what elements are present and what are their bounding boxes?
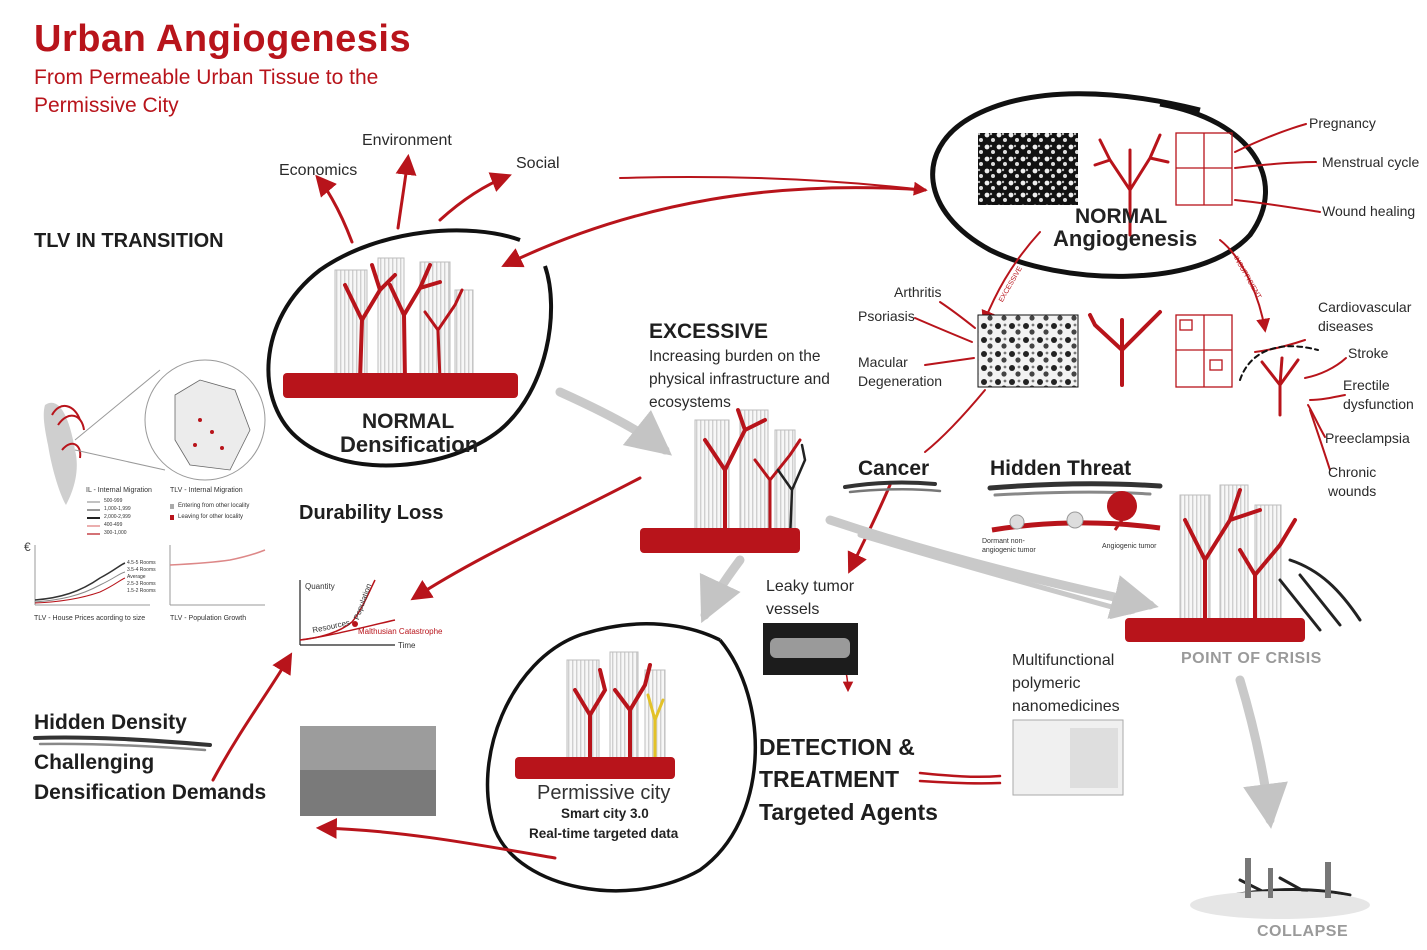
tlv-migration-caption: TLV - Internal Migration — [170, 487, 243, 494]
israel-map — [43, 359, 266, 505]
page-title: Urban Angiogenesis — [34, 18, 412, 60]
disease-psoriasis: Psoriasis — [858, 308, 915, 324]
permissive-line2: Smart city 3.0 — [561, 806, 649, 821]
floor-plans — [1175, 132, 1233, 388]
house-legend-3: 2.5-3 Rooms — [127, 581, 156, 587]
nano-line1: Multifunctional — [1012, 652, 1115, 669]
pillar-social: Social — [516, 155, 560, 172]
leaky-line1: Leaky tumor — [766, 578, 855, 595]
normal-angio-line1: NORMAL — [1075, 205, 1168, 228]
pillar-economics: Economics — [279, 162, 358, 179]
dormant-tumor-label: Dormant non- — [982, 538, 1025, 545]
il-legend-2: 2,000-2,999 — [104, 514, 131, 520]
house-legend-1: 3.5-4 Rooms — [127, 567, 156, 573]
population-chart — [169, 545, 266, 606]
normal-densification-line1: NORMAL — [362, 410, 455, 433]
ellipse-normal-densification — [266, 228, 554, 468]
map-legend-lines — [87, 501, 174, 535]
disease-chronic: Chronic — [1328, 464, 1377, 480]
il-legend-4: 300-1,000 — [104, 530, 127, 536]
malthus-time: Time — [398, 641, 416, 650]
normal-vessel-image — [978, 133, 1078, 205]
il-legend-1: 1,000-1,999 — [104, 506, 131, 512]
house-chart-caption: TLV - House Prices acording to size — [34, 615, 146, 622]
disease-wounds: wounds — [1328, 483, 1377, 499]
il-migration-caption: IL - Internal Migration — [86, 487, 152, 494]
durability-loss: Durability Loss — [299, 502, 444, 524]
condition-wound: Wound healing — [1322, 203, 1416, 219]
il-legend-3: 400-499 — [104, 522, 123, 528]
malthus-quantity: Quantity — [305, 582, 335, 591]
detection-line3: Targeted Agents — [759, 799, 938, 825]
ellipse-permissive-city — [485, 622, 758, 893]
point-of-crisis: POINT OF CRISIS — [1181, 650, 1322, 667]
hidden-density-title: Hidden Density — [34, 711, 187, 734]
leaky-line2: vessels — [766, 601, 820, 618]
brush-strokes — [33, 480, 1163, 752]
disease-arthritis: Arthritis — [894, 284, 942, 300]
pop-chart-caption: TLV - Population Growth — [170, 615, 247, 622]
excessive-title: EXCESSIVE — [649, 320, 769, 343]
excessive-desc: Increasing burden on the physical infras… — [649, 348, 830, 411]
excessive-vessel-image — [977, 314, 1079, 388]
malthus-catastrophe: Malthusian Catastrophe — [358, 627, 443, 636]
disease-stroke: Stroke — [1348, 345, 1389, 361]
hidden-threat-title: Hidden Threat — [990, 457, 1132, 480]
house-legend-2: Average — [127, 574, 146, 580]
permissive-title: Permissive city — [537, 782, 671, 804]
tlv-legend-0: Entering from other locality — [178, 503, 250, 509]
detection-line1: DETECTION & — [759, 734, 915, 760]
house-price-chart — [34, 545, 150, 606]
house-chart-currency: € — [24, 540, 31, 554]
tumor-diagram — [991, 491, 1161, 533]
collapse-rubble — [1190, 858, 1370, 919]
disease-macular: Macular — [858, 354, 908, 370]
nano-line2: polymeric — [1012, 675, 1081, 692]
condition-pregnancy: Pregnancy — [1309, 115, 1376, 131]
building-skylines — [334, 257, 1282, 769]
dormant-tumor-label-2: angiogenic tumor — [982, 547, 1036, 554]
disease-cardiovascular: Cardiovascular — [1318, 299, 1412, 315]
densification-demands-label: Densification Demands — [34, 781, 267, 804]
disease-degeneration: Degeneration — [858, 373, 943, 389]
red-crowds — [283, 373, 1305, 779]
angiogenic-tumor-label: Angiogenic tumor — [1102, 543, 1157, 550]
red-arrows — [211, 123, 1347, 860]
malthus-chart — [299, 579, 396, 646]
house-legend-0: 4.5-5 Rooms — [127, 560, 156, 566]
collapse-label: COLLAPSE — [1257, 923, 1349, 940]
detection-line2: TREATMENT — [759, 766, 900, 792]
il-legend-0: 500-999 — [104, 498, 123, 504]
tlv-transition-title: TLV IN TRANSITION — [34, 230, 224, 252]
condition-menstrual: Menstrual cycle — [1322, 154, 1420, 170]
gray-arrows — [555, 387, 1288, 829]
tlv-legend-1: Leaving for other locality — [178, 514, 244, 520]
disease-dysfunction: dysfunction — [1343, 396, 1414, 412]
yellow-vessels — [646, 693, 665, 772]
normal-angio-line2: Angiogenesis — [1053, 226, 1198, 251]
permissive-line3: Real-time targeted data — [529, 826, 679, 841]
challenging-label: Challenging — [34, 751, 155, 774]
house-legend-4: 1.5-2 Rooms — [127, 588, 156, 594]
ellipse-normal-angiogenesis — [930, 91, 1268, 279]
normal-densification-line2: Densification — [340, 432, 479, 457]
disease-erectile: Erectile — [1343, 377, 1390, 393]
disease-cardiovascular-2: diseases — [1318, 318, 1374, 334]
disease-preeclampsia: Preeclampsia — [1325, 430, 1410, 446]
page-subtitle: From Permeable Urban Tissue to the Permi… — [34, 66, 379, 117]
pillar-environment: Environment — [362, 132, 452, 149]
cancer-label: Cancer — [858, 457, 930, 480]
nano-line3: nanomedicines — [1012, 698, 1120, 715]
